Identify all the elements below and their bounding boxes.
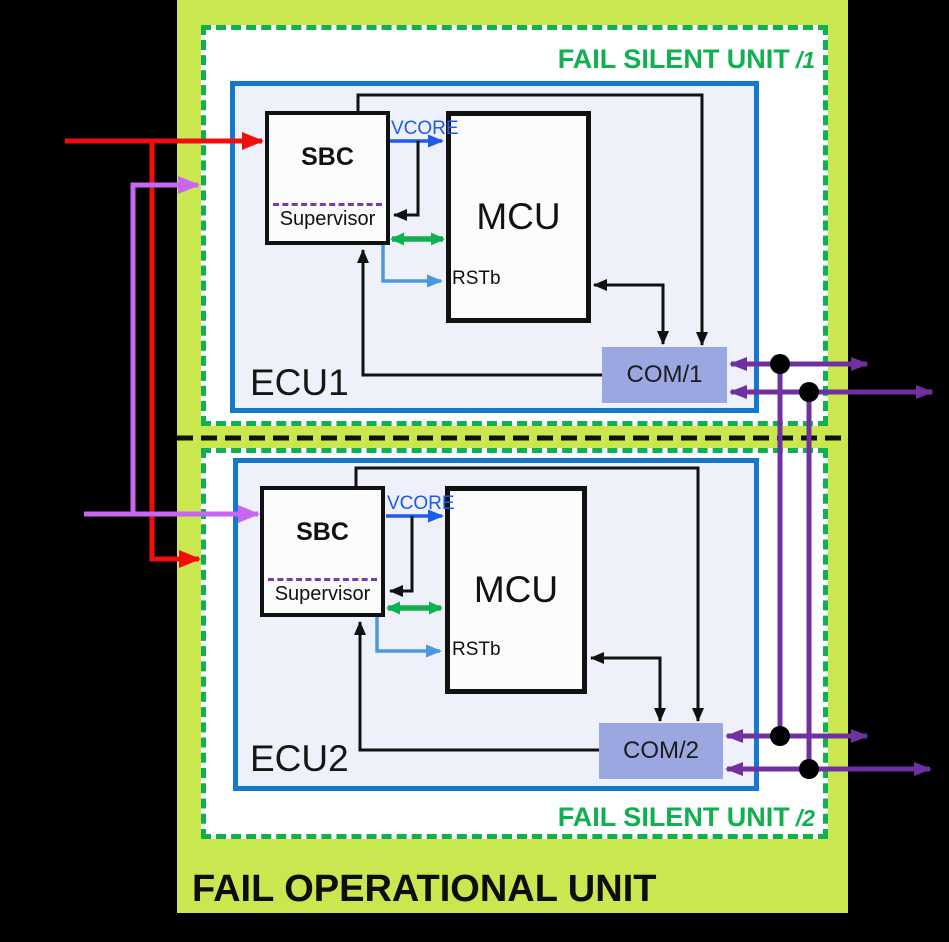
- ecu2-vcore-label: VCORE: [387, 493, 455, 514]
- fail-silent-unit-1-title: FAIL SILENT UNIT/1: [420, 44, 815, 75]
- fail-operational-unit-title: FAIL OPERATIONAL UNIT: [192, 868, 657, 910]
- ecu1-supervisor-divider: [273, 203, 382, 206]
- ecu2-sbc-box: SBC Supervisor: [260, 486, 385, 617]
- ecu1-com-box: COM/1: [602, 347, 727, 403]
- fsu2-title-index: /2: [795, 805, 815, 831]
- fsu2-title-text: FAIL SILENT UNIT: [557, 802, 790, 832]
- ecu2-title: ECU2: [250, 738, 349, 779]
- ecu2-supervisor-label: Supervisor: [274, 583, 371, 605]
- ecu2-supervisor-divider: [268, 578, 377, 581]
- ecu2-mcu-box: MCU: [445, 486, 587, 694]
- ecu1-com-label: COM/1: [626, 361, 703, 388]
- ecu2-rstb-label: RSTb: [452, 639, 501, 660]
- ecu1-vcore-label: VCORE: [391, 118, 459, 139]
- fsu1-title-text: FAIL SILENT UNIT: [557, 44, 790, 74]
- ecu1-title: ECU1: [250, 362, 349, 403]
- ecu1-rstb-label: RSTb: [452, 268, 501, 289]
- ecu1-supervisor-label: Supervisor: [279, 208, 376, 230]
- ecu2-com-box: COM/2: [599, 723, 723, 779]
- fsu1-title-index: /1: [795, 47, 815, 73]
- ecu1-sbc-box: SBC Supervisor: [265, 111, 390, 245]
- ecu1-sbc-label: SBC: [301, 143, 354, 171]
- ecu2-com-label: COM/2: [622, 737, 699, 764]
- fail-silent-unit-2-title: FAIL SILENT UNIT/2: [420, 802, 815, 833]
- ecu1-mcu-label: MCU: [476, 196, 561, 237]
- ecu1-mcu-box: MCU: [446, 111, 591, 323]
- ecu2-sbc-label: SBC: [296, 518, 349, 546]
- ecu2-mcu-label: MCU: [473, 569, 559, 610]
